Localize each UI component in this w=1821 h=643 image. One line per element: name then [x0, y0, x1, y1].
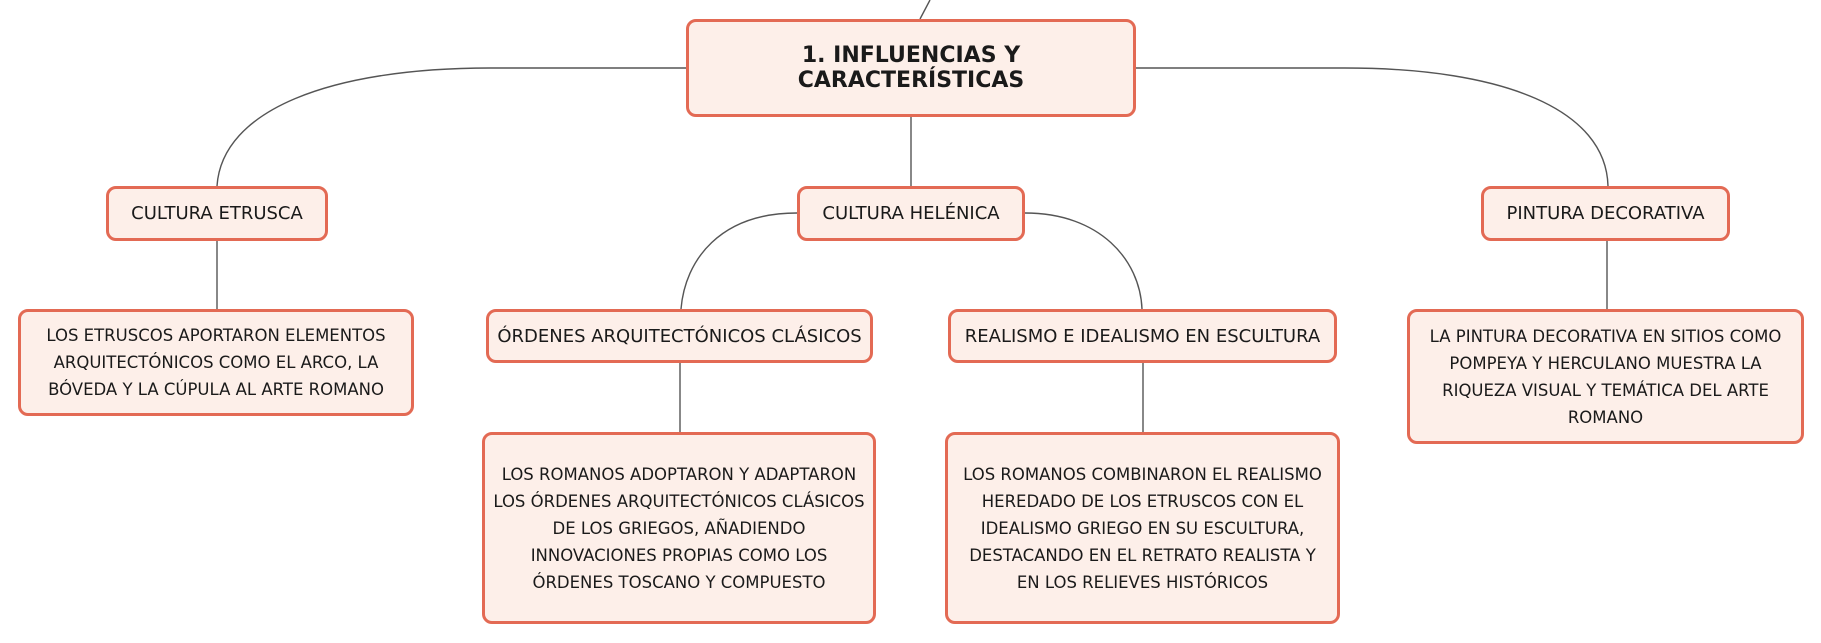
connector-helenica-realismo [1024, 212, 1143, 310]
topic-label: CULTURA ETRUSCA [131, 203, 303, 224]
topic-cultura-helenica[interactable]: CULTURA HELÉNICA [797, 186, 1025, 241]
topic-cultura-etrusca[interactable]: CULTURA ETRUSCA [106, 186, 328, 241]
detail-text: LA PINTURA DECORATIVA EN SITIOS COMO POM… [1429, 326, 1782, 427]
detail-ordenes[interactable]: LOS ROMANOS ADOPTARON Y ADAPTARON LOS ÓR… [482, 432, 876, 624]
connector-to-parent [919, 0, 931, 20]
topic-pintura-decorativa[interactable]: PINTURA DECORATIVA [1481, 186, 1730, 241]
detail-text: LOS ETRUSCOS APORTARON ELEMENTOS ARQUITE… [46, 326, 386, 399]
topic-label: PINTURA DECORATIVA [1506, 203, 1705, 224]
connector-helenica-ordenes [680, 212, 798, 310]
subtopic-ordenes-arquitectonicos[interactable]: ÓRDENES ARQUITECTÓNICOS CLÁSICOS [486, 309, 873, 363]
detail-etrusca[interactable]: LOS ETRUSCOS APORTARON ELEMENTOS ARQUITE… [18, 309, 414, 416]
topic-label: ÓRDENES ARQUITECTÓNICOS CLÁSICOS [497, 325, 862, 347]
detail-realismo[interactable]: LOS ROMANOS COMBINARON EL REALISMO HERED… [945, 432, 1340, 624]
topic-label: CULTURA HELÉNICA [822, 203, 1000, 224]
connector-root-pintura [1136, 67, 1609, 187]
topic-label: REALISMO E IDEALISMO EN ESCULTURA [964, 325, 1321, 347]
connector-root-etrusca [216, 67, 686, 187]
detail-text: LOS ROMANOS ADOPTARON Y ADAPTARON LOS ÓR… [493, 464, 865, 592]
detail-pintura[interactable]: LA PINTURA DECORATIVA EN SITIOS COMO POM… [1407, 309, 1804, 444]
subtopic-realismo-idealismo[interactable]: REALISMO E IDEALISMO EN ESCULTURA [948, 309, 1337, 363]
root-topic-label: 1. INFLUENCIAS Y CARACTERÍSTICAS [797, 43, 1025, 93]
detail-text: LOS ROMANOS COMBINARON EL REALISMO HERED… [963, 464, 1322, 592]
root-topic[interactable]: 1. INFLUENCIAS Y CARACTERÍSTICAS [686, 19, 1136, 117]
